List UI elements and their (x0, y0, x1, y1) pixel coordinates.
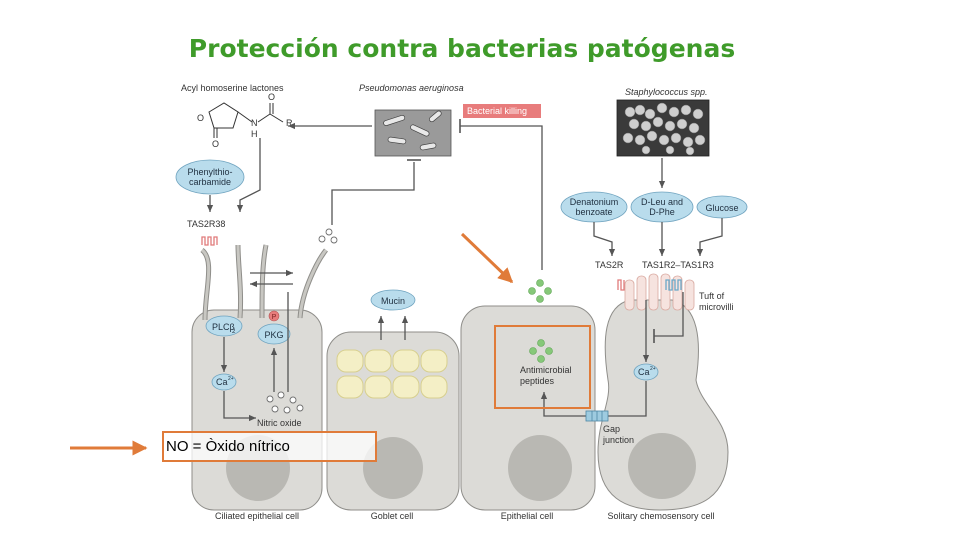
highlight-box-peptides (494, 325, 591, 409)
staphylococcus-label: Staphylococcus spp. (625, 87, 708, 97)
ca-bubble-ciliated: Ca 2+ (211, 373, 237, 391)
bacterial-killing-label: Bacterial killing (467, 106, 527, 116)
hydrogen-label: H (251, 129, 258, 139)
plcb-bubble: PLCβ 2 (205, 315, 243, 337)
phosphate-label: P (272, 314, 277, 321)
caption-goblet: Goblet cell (371, 511, 414, 521)
microvilli (624, 273, 695, 311)
ca-label-ciliated: Ca (216, 377, 228, 387)
acyl-homoserine-lactone-structure: O O N H O R (197, 92, 293, 149)
goblet-cell (326, 316, 460, 511)
pseudomonas-micrograph (374, 109, 452, 157)
phenylthio-line1: Phenylthio- (187, 167, 232, 177)
amide-oxygen-label: O (268, 92, 275, 102)
mucin-label: Mucin (381, 296, 405, 306)
tuft-label-1: Tuft of (699, 291, 725, 301)
pkg-bubble: PKG (257, 323, 291, 345)
tas2r38-receptor-icon (201, 236, 218, 246)
tas1r-label: TAS1R2–TAS1R3 (642, 260, 714, 270)
plcb-label: PLCβ (212, 322, 235, 332)
solitary-chemosensory-cell (597, 273, 729, 511)
mucin-bubble: Mucin (370, 289, 416, 311)
tuft-label-2: microvilli (699, 302, 734, 312)
intracellular-peptides (529, 339, 553, 363)
denatonium-line1: Denatonium (570, 197, 619, 207)
slide-title: Protección contra bacterias patógenas (188, 34, 736, 63)
denatonium-line2: benzoate (575, 207, 612, 217)
amp-label-2: peptides (520, 376, 555, 386)
pseudomonas-label: Pseudomonas aeruginosa (359, 83, 464, 93)
denatonium-bubble: Denatonium benzoate (560, 191, 628, 223)
glucose-bubble: Glucose (696, 195, 748, 219)
ciliated-epithelial-cell (191, 244, 329, 511)
nitrogen-label: N (251, 118, 258, 128)
released-no-dots (318, 228, 338, 244)
caption-ciliated: Ciliated epithelial cell (215, 511, 299, 521)
dleu-line2: D-Phe (649, 207, 675, 217)
gap-junction-icon (585, 410, 609, 422)
nitric-oxide-label: Nitric oxide (257, 418, 302, 428)
plcb-subscript: 2 (232, 329, 236, 335)
ca-label-solitary: Ca (638, 367, 650, 377)
note-box (162, 431, 377, 462)
acyl-homoserine-label: Acyl homoserine lactones (181, 83, 284, 93)
dleu-line1: D-Leu and (641, 197, 683, 207)
cilia (200, 244, 329, 321)
pkg-label: PKG (264, 330, 283, 340)
phenylthiocarbamide-bubble: Phenylthio- carbamide (175, 159, 245, 195)
tas1r-receptor-icon (665, 279, 682, 291)
tas2r-label: TAS2R (595, 260, 624, 270)
ca-sup-solitary: 2+ (650, 366, 656, 372)
caption-solitary: Solitary chemosensory cell (607, 511, 714, 521)
orange-arrow-peptides (460, 232, 514, 284)
ring-oxygen-label: O (197, 113, 204, 123)
glucose-label: Glucose (705, 203, 738, 213)
tas2r38-label: TAS2R38 (187, 219, 225, 229)
carbonyl-oxygen-label: O (212, 139, 219, 149)
ca-bubble-solitary: Ca 2+ (633, 363, 659, 381)
dleu-dphe-bubble: D-Leu and D-Phe (630, 191, 694, 223)
bacterial-killing-box: Bacterial killing (463, 104, 541, 118)
tas2r-receptor-icon (617, 279, 625, 291)
staphylococcus-micrograph (616, 99, 710, 157)
mucin-granules (336, 349, 448, 399)
gap-junction-label-1: Gap (603, 424, 620, 434)
phosphate-marker: P (268, 310, 280, 322)
amp-label-1: Antimicrobial (520, 365, 572, 375)
released-peptides (528, 279, 552, 303)
caption-epithelial: Epithelial cell (501, 511, 554, 521)
no-definition-note: NO = Òxido nítrico (166, 438, 290, 455)
phenylthio-line2: carbamide (189, 177, 231, 187)
ca-sup-ciliated: 2+ (228, 376, 234, 382)
nitric-oxide-dots (266, 391, 304, 414)
gap-junction-label-2: junction (602, 435, 634, 445)
